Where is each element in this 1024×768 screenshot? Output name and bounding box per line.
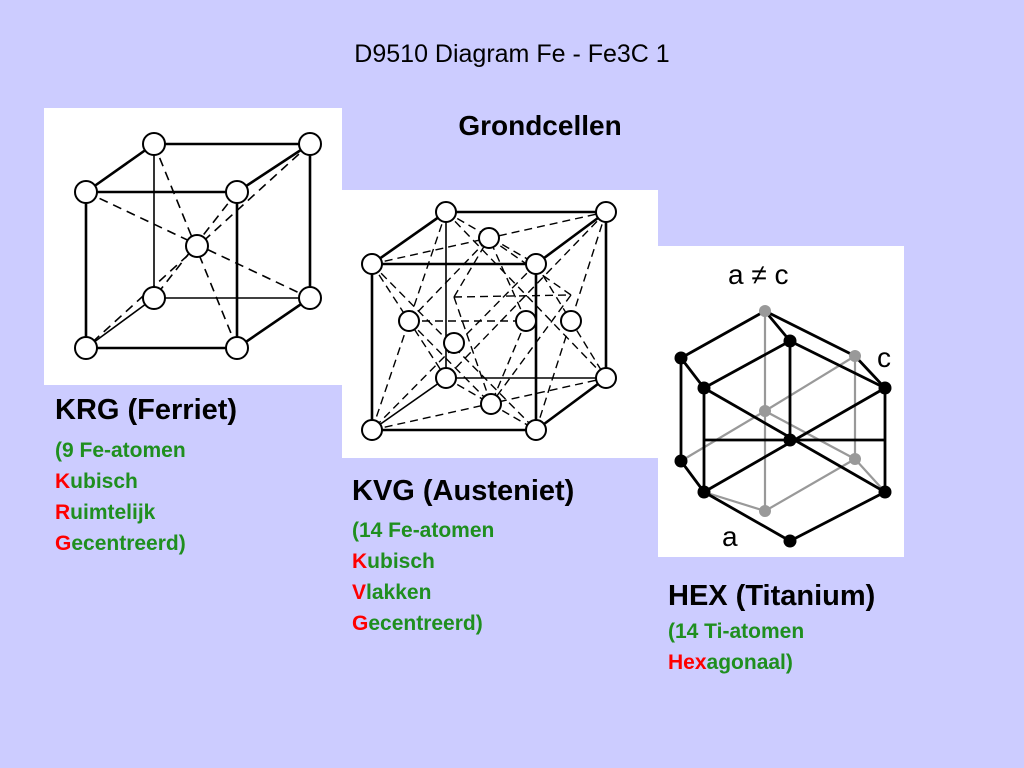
hex-cell-image: a ≠ c c a	[658, 246, 904, 557]
hex-label-top: a ≠ c	[728, 259, 789, 290]
fcc-description: (14 Fe-atomen Kubisch Vlakken Gecentreer…	[352, 515, 494, 639]
bcc-line-text: ubisch	[70, 470, 138, 493]
fcc-line: Vlakken	[352, 577, 494, 608]
bcc-line-letter: G	[55, 532, 72, 555]
hex-heading: HEX (Titanium)	[668, 580, 876, 612]
bcc-description: (9 Fe-atomen Kubisch Ruimtelijk Gecentre…	[55, 435, 186, 559]
fcc-line: (14 Fe-atomen	[352, 515, 494, 546]
fcc-line-text: ubisch	[367, 550, 435, 573]
hex-line-text: (14 Ti-atomen	[668, 620, 805, 643]
bcc-line-text: ecentreerd)	[71, 532, 186, 555]
hex-description: (14 Ti-atomen Hexagonaal)	[668, 616, 804, 678]
bcc-line: Ruimtelijk	[55, 497, 186, 528]
bcc-line: (9 Fe-atomen	[55, 435, 186, 466]
fcc-line-text: lakken	[366, 581, 432, 604]
fcc-line-letter: G	[352, 612, 369, 635]
bcc-cell-drawing	[74, 132, 322, 360]
hex-label-bottom: a	[722, 521, 738, 552]
fcc-line: Gecentreerd)	[352, 608, 494, 639]
fcc-line: Kubisch	[352, 546, 494, 577]
hex-line-letter: Hex	[668, 651, 707, 674]
fcc-line-text: (14 Fe-atomen	[352, 519, 495, 542]
page-title: D9510 Diagram Fe - Fe3C 1	[354, 40, 670, 68]
bcc-heading: KRG (Ferriet)	[55, 394, 238, 426]
fcc-line-letter: V	[352, 581, 367, 604]
bcc-line-text: uimtelijk	[70, 501, 156, 524]
fcc-cell-drawing	[361, 201, 617, 441]
bcc-line: Kubisch	[55, 466, 186, 497]
hex-cell-drawing: a ≠ c c a	[674, 259, 892, 552]
hex-line-text: agonaal)	[706, 651, 793, 674]
hex-label-side: c	[877, 342, 891, 373]
page-subtitle: Grondcellen	[458, 110, 622, 141]
bcc-line-letter: R	[55, 501, 71, 524]
bcc-line-letter: K	[55, 470, 71, 493]
hex-line: Hexagonaal)	[668, 647, 804, 678]
bcc-cell-image	[44, 108, 342, 385]
fcc-line-text: ecentreerd)	[368, 612, 483, 635]
bcc-line: Gecentreerd)	[55, 528, 186, 559]
bcc-line-text: (9 Fe-atomen	[55, 439, 186, 462]
hex-line: (14 Ti-atomen	[668, 616, 804, 647]
fcc-cell-image	[342, 190, 658, 458]
fcc-line-letter: K	[352, 550, 368, 573]
fcc-heading: KVG (Austeniet)	[352, 475, 575, 507]
